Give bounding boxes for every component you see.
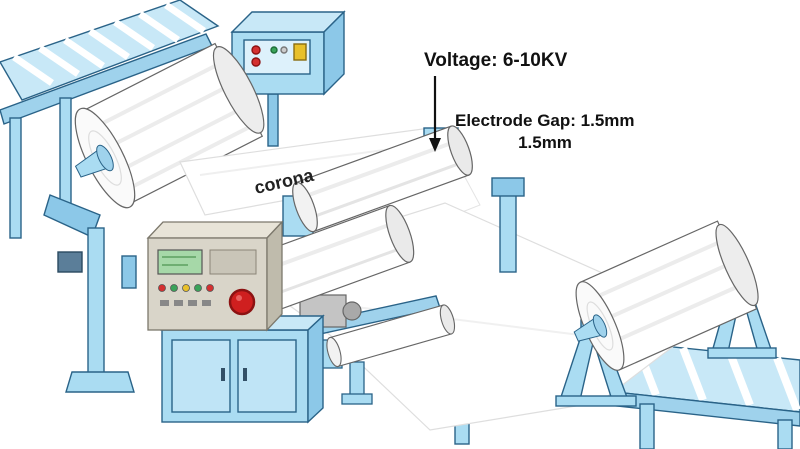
control-box-green-light <box>270 46 278 54</box>
electrode-gap-line2: 1.5mm <box>518 133 572 152</box>
control-box-yellow-switch <box>293 43 307 61</box>
roll-shaft-end <box>96 144 114 172</box>
voltage-annotation: Voltage: 6-10KV <box>424 50 568 152</box>
emergency-stop-button <box>228 288 256 316</box>
guide-roller <box>319 304 456 405</box>
control-box-red-button-2 <box>251 57 261 67</box>
cabinet-door-right <box>237 339 297 413</box>
control-box-gray-light <box>280 46 288 54</box>
electrode-gap-line1: Electrode Gap: 1.5mm <box>455 111 635 130</box>
voltage-label: Voltage: 6-10KV <box>424 50 568 71</box>
voltage-arrow-head <box>429 138 441 152</box>
control-box-red-button <box>251 45 261 55</box>
door-handle-right <box>243 368 247 381</box>
panel-keypad <box>209 249 257 275</box>
operator-panel <box>146 220 284 332</box>
film-roll-right <box>573 220 759 371</box>
door-handle-left <box>221 368 225 381</box>
film-roll-left <box>74 42 265 209</box>
roll-shaft-end <box>592 314 608 338</box>
panel-indicator-lights <box>158 284 214 292</box>
panel-display-screen <box>157 249 203 275</box>
conveyor-slats-left <box>12 2 206 86</box>
unwind-stand <box>43 194 137 393</box>
conveyor-top-left <box>0 0 220 239</box>
control-box <box>230 10 346 147</box>
motor-coupling <box>342 301 362 321</box>
corona-roller-upper <box>282 125 473 237</box>
electrode-gap-annotation: Electrode Gap: 1.5mm 1.5mm <box>455 111 635 152</box>
motor-box-small <box>57 251 83 273</box>
panel-switches <box>160 300 211 306</box>
cabinet-door-left <box>171 339 231 413</box>
electrical-cabinet <box>160 314 325 424</box>
